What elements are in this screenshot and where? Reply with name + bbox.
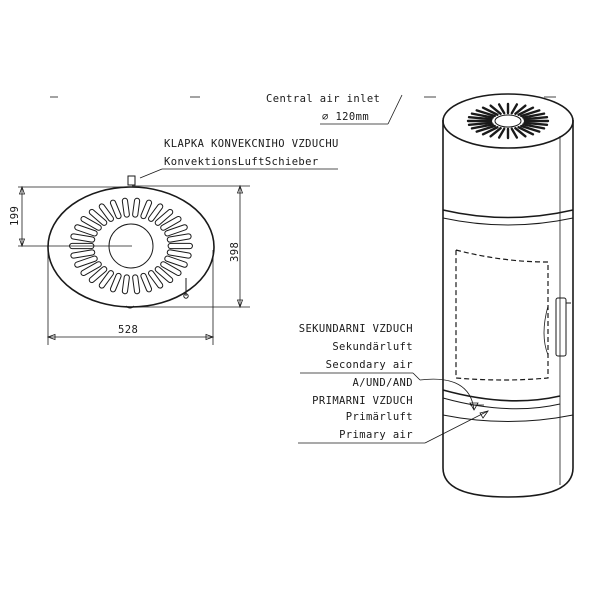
- vent-slot: [109, 272, 122, 293]
- cap-vent-slot: [510, 127, 519, 139]
- vent-slot: [164, 224, 188, 237]
- vent-slot: [98, 203, 114, 222]
- vent-slot: [167, 242, 193, 250]
- vent-slot: [154, 266, 174, 284]
- vent-slot: [140, 199, 153, 220]
- cap-vent-slot: [514, 127, 527, 138]
- cap-vent-slot: [510, 103, 519, 115]
- vent-slot: [121, 274, 130, 295]
- cap-vent-slot: [523, 121, 549, 126]
- vent-slot: [88, 208, 108, 226]
- offset-dimension: 199: [9, 206, 21, 226]
- convection-slider-knob: [127, 175, 136, 186]
- cap-vent-slot: [520, 109, 541, 118]
- depth-dimension: 398: [229, 242, 241, 262]
- a-und-and-label: A/UND/AND: [353, 377, 414, 389]
- central-air-diameter-label: ∅ 120mm: [322, 111, 369, 123]
- cap-vent-slot: [481, 106, 499, 116]
- sekundarni-label: SEKUNDARNI VZDUCH: [299, 323, 413, 335]
- vent-slot: [74, 224, 98, 237]
- cap-vent-slot: [523, 116, 549, 121]
- central-air-inlet-label: Central air inlet: [266, 93, 380, 105]
- cap-vent-slot: [517, 106, 535, 116]
- cap-vent-slot: [522, 123, 546, 130]
- cap-vent-slot: [497, 103, 506, 115]
- stove-top-cap: [442, 93, 574, 149]
- top-view: KLAPKA KONVEKCNIHO VZDUCHU KonvektionsLu…: [9, 138, 339, 345]
- cap-vent-slots: [466, 102, 550, 140]
- cap-vent-slot: [517, 126, 535, 136]
- klapka-label: KLAPKA KONVEKCNIHO VZDUCHU: [164, 138, 339, 150]
- cap-vent-slot: [520, 124, 541, 133]
- vent-slot: [70, 233, 96, 243]
- primarluft-label: Primärluft: [346, 411, 413, 423]
- vent-slot: [109, 199, 122, 220]
- central-air-inlet-callout: Central air inlet ∅ 120mm: [50, 93, 556, 125]
- vent-slot: [148, 270, 164, 289]
- cap-vent-slot: [489, 104, 502, 115]
- door-window: [455, 249, 549, 381]
- primarni-label: PRIMARNI VZDUCH: [312, 395, 413, 407]
- vent-slot: [166, 233, 192, 243]
- vent-slot: [132, 197, 141, 218]
- cap-vent-slot: [470, 112, 494, 119]
- cap-vent-slot: [481, 126, 499, 136]
- cap-vent-slot: [497, 127, 506, 139]
- vent-slot: [160, 215, 182, 231]
- cap-vent-slot: [475, 109, 496, 118]
- vent-slot: [160, 261, 182, 277]
- secondary-air-label: Secondary air: [326, 359, 413, 371]
- sekundarluft-label: Sekundärluft: [332, 341, 413, 353]
- konvektions-label: KonvektionsLuftSchieber: [164, 156, 319, 168]
- vent-slot: [80, 261, 102, 277]
- cap-vent-slot: [475, 124, 496, 133]
- primary-air-label: Primary air: [339, 429, 413, 441]
- vent-slot: [80, 215, 102, 231]
- door-handle: [555, 297, 567, 357]
- vent-slot: [121, 197, 130, 218]
- vent-slot: [148, 203, 164, 222]
- vent-slot: [164, 255, 188, 268]
- cap-vent-slot: [467, 116, 493, 121]
- vent-slot: [132, 274, 141, 295]
- top-vent-slots: [69, 197, 193, 295]
- cap-vent-slot: [470, 123, 494, 130]
- vent-slot: [98, 270, 114, 289]
- air-labels: SEKUNDARNI VZDUCH Sekundärluft Secondary…: [298, 323, 489, 444]
- cap-vent-slot: [522, 112, 546, 119]
- vent-slot: [140, 272, 153, 293]
- stove-body-outline: [442, 120, 574, 498]
- cap-vent-slot: [467, 121, 493, 126]
- side-view: [419, 93, 574, 498]
- width-dimension: 528: [118, 324, 138, 336]
- vent-slot: [70, 249, 96, 259]
- cap-vent-slot: [514, 104, 527, 115]
- vent-slot: [74, 255, 98, 268]
- vent-slot: [166, 249, 192, 259]
- cap-vent-slot: [489, 127, 502, 138]
